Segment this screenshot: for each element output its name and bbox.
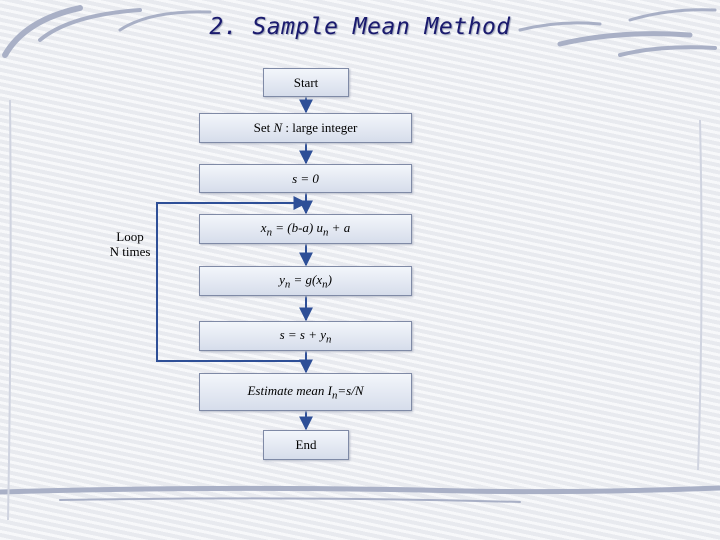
accumulate-label: s = s + yn [279,326,332,346]
loop-label-line2: N times [109,244,151,259]
start-label: Start [293,74,319,90]
set-n-box: Set N : large integer [199,113,412,143]
start-box: Start [263,68,349,97]
loop-label-line1: Loop [116,229,144,244]
evaluate-y-label: yn = g(xn) [279,271,332,291]
sample-x-label: xn = (b-a) un + a [260,219,351,239]
set-n-label: Set N : large integer [253,120,358,135]
sample-x-box: xn = (b-a) un + a [199,214,412,244]
accumulate-box: s = s + yn [199,321,412,351]
init-sum-label: s = 0 [292,170,319,186]
init-sum-box: s = 0 [199,164,412,193]
estimate-mean-label: Estimate mean In=s/N [247,382,364,402]
end-box: End [263,430,349,460]
loop-back-arrow [156,196,308,362]
slide-title: 2. Sample Mean Method [209,14,511,40]
evaluate-y-box: yn = g(xn) [199,266,412,296]
loop-label: Loop N times [100,229,160,259]
end-label: End [295,437,317,452]
estimate-mean-box: Estimate mean In=s/N [199,373,412,411]
